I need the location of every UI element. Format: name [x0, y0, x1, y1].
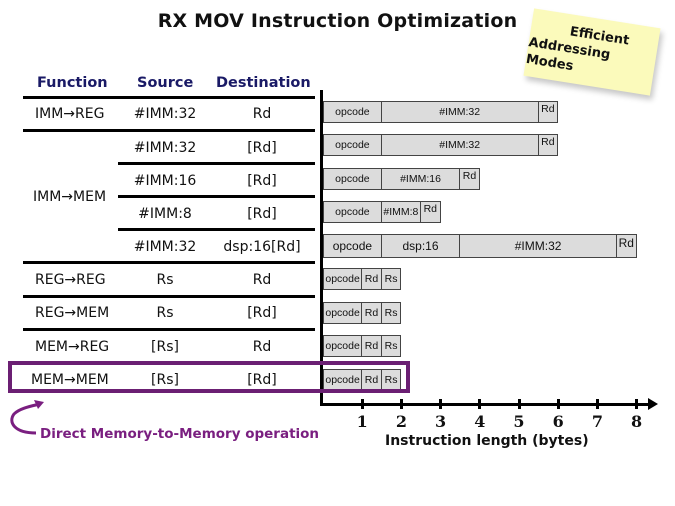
field-rs: Rs — [380, 268, 402, 290]
x-tick — [595, 399, 599, 409]
field-rs: Rs — [380, 335, 402, 357]
table-rule — [23, 129, 315, 132]
field-imm-32: #IMM:32 — [380, 134, 539, 156]
x-tick — [360, 399, 364, 409]
mem-to-mem-highlight-box — [8, 361, 410, 393]
header-source: Source — [137, 75, 194, 91]
field-rd: Rd — [361, 335, 382, 357]
table-rule — [118, 195, 315, 198]
x-axis-label: Instruction length (bytes) — [385, 433, 589, 449]
field-rs: Rs — [380, 369, 402, 391]
callout-text: Direct Memory-to-Memory operation — [40, 426, 320, 442]
field-rd: Rd — [361, 268, 382, 290]
row-destination: [Rd] — [247, 206, 277, 222]
row-function: MEM→REG — [35, 339, 110, 355]
row-source: #IMM:32 — [133, 106, 197, 122]
row-destination: Rd — [252, 106, 272, 122]
row-function: REG→MEM — [35, 305, 110, 321]
x-tick-label: 5 — [513, 412, 525, 431]
row-source: [Rs] — [151, 339, 179, 355]
field-rd: Rd — [419, 201, 441, 223]
field-opcode: opcode — [323, 234, 382, 258]
field-opcode: opcode — [323, 134, 382, 156]
field-imm-32: #IMM:32 — [459, 234, 617, 258]
page-title: RX MOV Instruction Optimization — [0, 10, 675, 32]
field-rd: Rd — [537, 101, 559, 123]
row-function: REG→REG — [35, 272, 106, 288]
row-destination: Rd — [252, 339, 272, 355]
row-destination: dsp:16[Rd] — [223, 239, 301, 255]
x-tick-label: 3 — [435, 412, 447, 431]
x-tick — [556, 399, 560, 409]
table-rule — [118, 228, 315, 231]
field-opcode: opcode — [323, 335, 363, 357]
field-rd: Rd — [459, 168, 480, 190]
x-tick — [517, 399, 521, 409]
field-rd: Rd — [615, 234, 637, 258]
x-tick-label: 1 — [356, 412, 368, 431]
row-destination: Rd — [252, 272, 272, 288]
x-tick-label: 7 — [591, 412, 603, 431]
row-destination: [Rd] — [247, 372, 277, 388]
field-opcode: opcode — [323, 268, 363, 290]
field-imm-8: #IMM:8 — [380, 201, 421, 223]
row-destination: [Rd] — [247, 140, 277, 156]
row-destination: [Rd] — [247, 305, 277, 321]
field-opcode: opcode — [323, 369, 363, 391]
field-rd: Rd — [361, 302, 382, 324]
row-source: [Rs] — [151, 372, 179, 388]
row-source: Rs — [156, 305, 174, 321]
row-source: #IMM:16 — [133, 173, 197, 189]
y-axis — [320, 90, 323, 406]
x-tick — [439, 399, 443, 409]
field-rd: Rd — [537, 134, 559, 156]
row-destination: [Rd] — [247, 173, 277, 189]
curved-arrow-icon — [10, 400, 44, 435]
field-rs: Rs — [380, 302, 402, 324]
row-source: #IMM:8 — [138, 206, 192, 222]
x-tick-label: 2 — [395, 412, 407, 431]
row-function: IMM→MEM — [33, 189, 107, 205]
row-source: Rs — [156, 272, 174, 288]
x-axis — [320, 403, 650, 406]
x-tick-label: 4 — [474, 412, 486, 431]
x-tick — [399, 399, 403, 409]
row-function: IMM→REG — [35, 106, 105, 122]
field-dsp-16: dsp:16 — [380, 234, 461, 258]
field-opcode: opcode — [323, 168, 382, 190]
table-rule — [118, 162, 315, 165]
field-opcode: opcode — [323, 201, 382, 223]
row-function: MEM→MEM — [31, 372, 109, 388]
x-axis-arrow-icon — [648, 398, 658, 410]
header-destination: Destination — [216, 75, 311, 91]
table-rule — [23, 328, 315, 331]
table-rule — [23, 96, 315, 99]
field-opcode: opcode — [323, 302, 363, 324]
field-imm-16: #IMM:16 — [380, 168, 461, 190]
field-opcode: opcode — [323, 101, 382, 123]
x-tick — [635, 399, 639, 409]
x-tick — [478, 399, 482, 409]
table-rule — [23, 261, 315, 264]
row-source: #IMM:32 — [133, 140, 197, 156]
field-imm-32: #IMM:32 — [380, 101, 539, 123]
row-source: #IMM:32 — [133, 239, 197, 255]
header-function: Function — [37, 75, 108, 91]
x-tick-label: 6 — [552, 412, 564, 431]
table-rule — [23, 295, 315, 298]
x-tick-label: 8 — [631, 412, 643, 431]
page-title-text: RX MOV Instruction Optimization — [157, 10, 518, 32]
